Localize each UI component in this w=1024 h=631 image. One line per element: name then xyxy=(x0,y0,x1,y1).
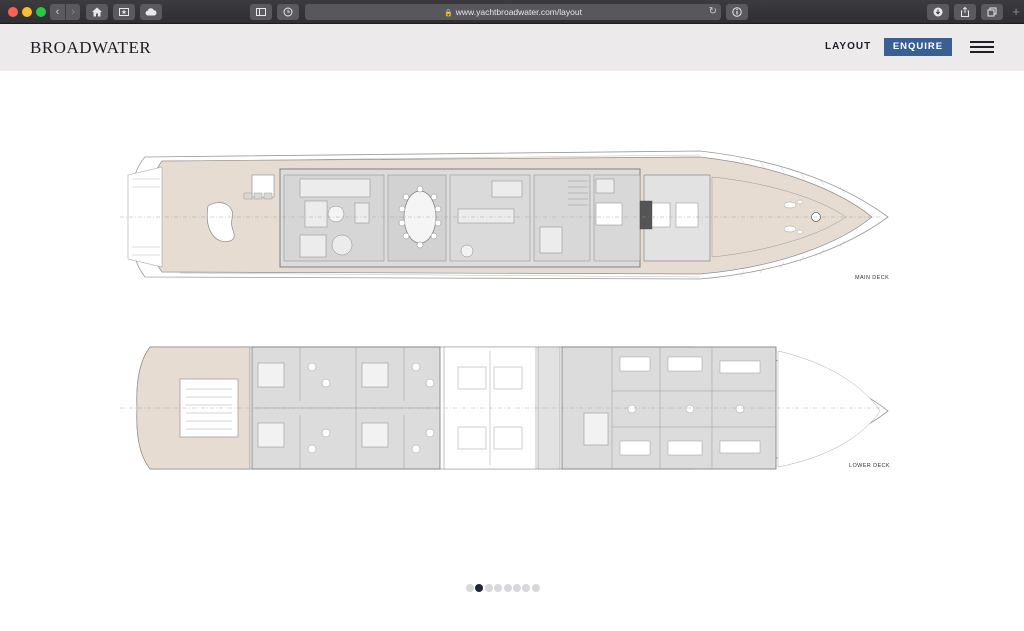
pagination-dot[interactable] xyxy=(475,584,484,592)
home-icon xyxy=(92,7,102,17)
site-logo[interactable]: BROADWATER xyxy=(30,38,152,57)
lock-icon: 🔒 xyxy=(444,10,453,17)
share-button[interactable] xyxy=(954,4,976,20)
sidebar-icon xyxy=(256,8,266,16)
clock-icon xyxy=(283,7,293,17)
pagination-dot[interactable] xyxy=(466,584,474,592)
enquire-button[interactable]: ENQUIRE xyxy=(884,38,952,56)
download-icon xyxy=(933,7,943,17)
browser-toolbar: ‹› 🔒www.yachtbroadwater.com/layout ↻ + xyxy=(0,0,1024,24)
main-deck-label: MAIN DECK xyxy=(855,275,890,281)
tabs-icon xyxy=(987,7,997,17)
pagination-dot[interactable] xyxy=(503,584,512,592)
star-icon xyxy=(119,8,129,16)
sidebar-button[interactable] xyxy=(250,4,272,20)
pagination-dot[interactable] xyxy=(494,584,503,592)
url-text: www.yachtbroadwater.com/layout xyxy=(455,7,582,17)
window-close-button[interactable] xyxy=(8,7,18,17)
cloud-icon xyxy=(145,8,157,16)
share-icon xyxy=(961,6,969,17)
deck-plans-drawing xyxy=(120,150,889,470)
lower-deck-label: LOWER DECK xyxy=(849,463,890,469)
pagination-dot[interactable] xyxy=(512,584,521,592)
reload-icon[interactable]: ↻ xyxy=(708,6,717,17)
main-deck-plan xyxy=(120,150,889,280)
tabs-button[interactable] xyxy=(981,4,1003,20)
new-tab-icon[interactable]: + xyxy=(1012,4,1020,19)
icloud-button[interactable] xyxy=(140,4,162,20)
window-minimize-button[interactable] xyxy=(22,7,32,17)
window-maximize-button[interactable] xyxy=(36,7,46,17)
bookmarks-button[interactable] xyxy=(113,4,135,20)
back-icon[interactable]: ‹ xyxy=(55,6,60,18)
menu-icon[interactable] xyxy=(970,41,994,53)
layout-viewer: MAIN DECK LOWER DECK xyxy=(0,71,1024,626)
home-button[interactable] xyxy=(86,4,108,20)
site-header: BROADWATER LAYOUT ENQUIRE xyxy=(0,24,1024,71)
forward-icon[interactable]: › xyxy=(65,4,80,20)
pagination-dot[interactable] xyxy=(484,584,493,592)
url-bar[interactable]: 🔒www.yachtbroadwater.com/layout ↻ xyxy=(305,4,721,20)
history-button[interactable] xyxy=(277,4,299,20)
slide-pagination xyxy=(466,579,541,592)
reader-button[interactable] xyxy=(726,4,748,20)
nav-link-layout[interactable]: LAYOUT xyxy=(825,41,872,52)
pagination-dot[interactable] xyxy=(522,584,531,592)
lower-deck-plan xyxy=(120,346,889,470)
info-icon xyxy=(732,7,742,17)
history-nav: ‹› xyxy=(50,4,80,20)
downloads-button[interactable] xyxy=(927,4,949,20)
pagination-dot[interactable] xyxy=(531,584,540,592)
